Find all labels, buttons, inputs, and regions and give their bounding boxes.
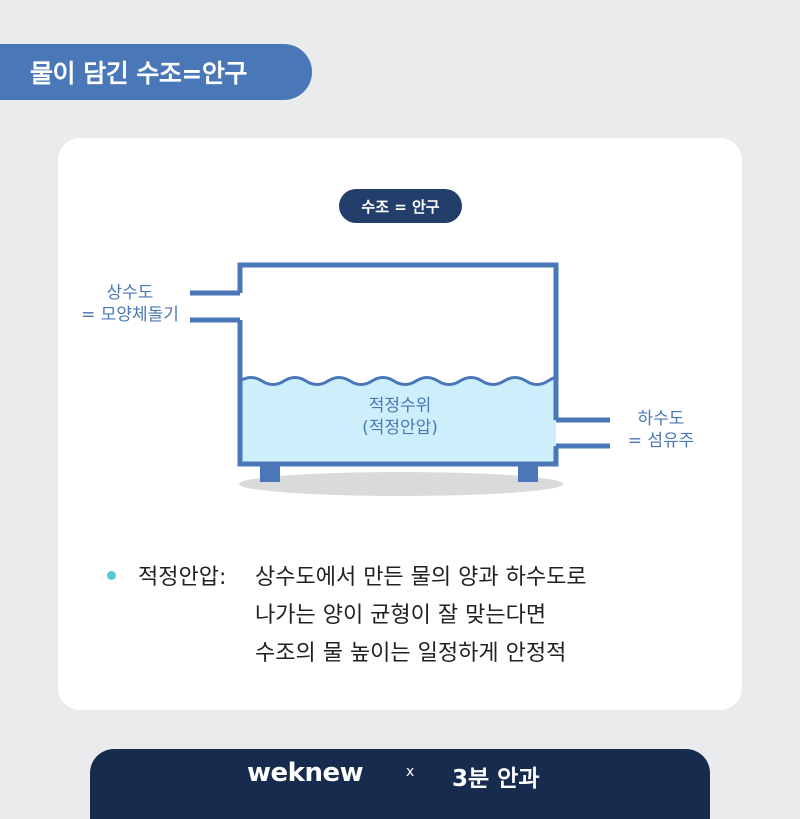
water-fill [240, 377, 557, 464]
footer-partner-logo: 3분 안과 [452, 766, 540, 792]
tank-diagram [190, 262, 610, 496]
footer-bar [90, 749, 710, 819]
water-level-label: 적정수위 (적정안압) [300, 395, 500, 439]
note-term: 적정안압: [138, 565, 227, 590]
outlet-pipe [556, 417, 610, 449]
note-line-2: 나가는 양이 균형이 잘 맞는다면 [255, 603, 547, 628]
note-line-3: 수조의 물 높이는 일정하게 안정적 [255, 641, 567, 666]
inlet-label-line1: 상수도 [106, 283, 154, 303]
footer-separator: x [406, 764, 415, 780]
tank-foot-left [260, 464, 280, 482]
outlet-label-line1: 하수도 [637, 409, 685, 429]
inlet-label-line2: = 모양체돌기 [81, 305, 179, 325]
page-title: 물이 담긴 수조=안구 [30, 59, 247, 88]
water-label-line2: (적정안압) [362, 418, 438, 438]
outlet-label-line2: = 섬유주 [627, 431, 695, 451]
note-line-1: 상수도에서 만든 물의 양과 하수도로 [255, 565, 587, 590]
title-banner: 물이 담긴 수조=안구 [0, 44, 312, 100]
inlet-label: 상수도 = 모양체돌기 [60, 282, 200, 326]
tank-foot-right [518, 464, 538, 482]
bullet-icon [107, 571, 116, 580]
outlet-label: 하수도 = 섬유주 [596, 408, 726, 452]
water-label-line1: 적정수위 [368, 396, 432, 416]
tank-badge: 수조 = 안구 [339, 189, 462, 223]
tank-outline [237, 262, 559, 467]
water-surface-wave [239, 376, 559, 386]
footer-brand-logo: weknew [247, 758, 364, 788]
tank-shadow [239, 472, 563, 496]
inlet-pipe [190, 290, 240, 323]
